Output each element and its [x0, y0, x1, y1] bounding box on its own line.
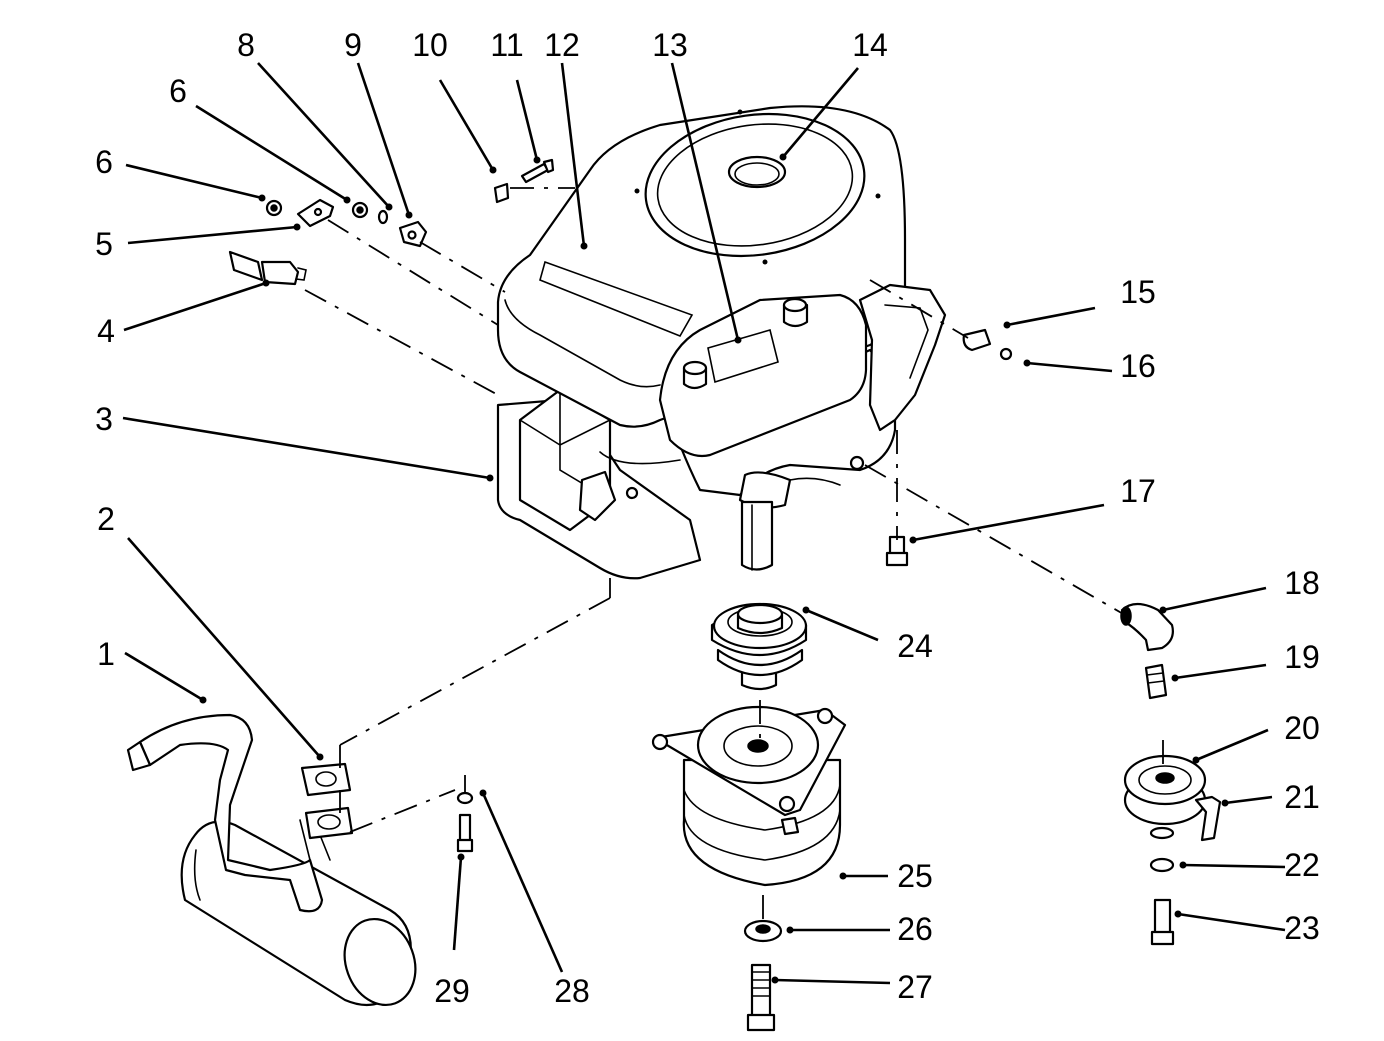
- idler-arm-21: [1194, 795, 1222, 842]
- washer-part-26: [743, 919, 783, 943]
- callout-9: 9: [344, 27, 362, 63]
- callout-19: 19: [1284, 639, 1320, 675]
- callout-2: 2: [97, 501, 115, 537]
- elbow-fitting-18: [1120, 602, 1174, 652]
- bolt-part-17: [885, 535, 909, 567]
- callout-12: 12: [544, 27, 580, 63]
- screw-part-11: [520, 158, 555, 184]
- washer-part-8: [377, 209, 389, 225]
- callout-13: 13: [652, 27, 688, 63]
- callout-28: 28: [554, 973, 590, 1009]
- clip-part-10: [493, 182, 510, 204]
- callout-5: 5: [95, 226, 113, 262]
- nut-part-6: [265, 199, 369, 219]
- screw-part-16: [999, 347, 1013, 361]
- clamp-part-5: [296, 198, 335, 228]
- callout-1: 1: [97, 636, 115, 672]
- callout-29: 29: [434, 973, 470, 1009]
- electric-clutch-25: [651, 705, 847, 887]
- callout-23: 23: [1284, 910, 1320, 946]
- callout-17: 17: [1120, 473, 1156, 509]
- washers-part-22: [1149, 826, 1175, 873]
- callout-24: 24: [897, 628, 933, 664]
- callout-21: 21: [1284, 779, 1320, 815]
- bolt-part-27: [746, 963, 776, 1032]
- callout-labels: 1 2 3 4 5 6 6 8 9 10 11 12 13 14 15 16 1…: [95, 27, 1320, 1009]
- engine-pulley-24: [710, 602, 808, 691]
- engine-assembly: [496, 105, 947, 580]
- callout-3: 3: [95, 401, 113, 437]
- callout-15: 15: [1120, 274, 1156, 310]
- callout-18: 18: [1284, 565, 1320, 601]
- leader-lines: [122, 62, 1286, 985]
- bolt-part-29: [456, 813, 474, 853]
- oil-pressure-switch: [228, 250, 307, 286]
- callout-25: 25: [897, 858, 933, 894]
- fitting-part-19: [1144, 663, 1168, 700]
- callout-10: 10: [412, 27, 448, 63]
- callout-4: 4: [97, 313, 115, 349]
- bolt-part-23: [1150, 898, 1175, 946]
- clip-part-15: [962, 328, 992, 352]
- clip-part-9: [398, 220, 428, 248]
- callout-11: 11: [490, 27, 523, 63]
- gasket-part-2: [300, 762, 354, 840]
- callout-14: 14: [852, 27, 888, 63]
- assembly-centerlines: [304, 187, 1164, 920]
- washer-part-28: [456, 791, 474, 805]
- callout-27: 27: [897, 969, 933, 1005]
- callout-8: 8: [237, 27, 255, 63]
- callout-16: 16: [1120, 348, 1156, 384]
- muffler-part-1: [126, 713, 417, 1007]
- callout-6a: 6: [95, 144, 113, 180]
- idler-pulley-20: [1123, 754, 1207, 826]
- callout-6b: 6: [169, 73, 187, 109]
- callout-20: 20: [1284, 710, 1320, 746]
- callout-22: 22: [1284, 847, 1320, 883]
- callout-26: 26: [897, 911, 933, 947]
